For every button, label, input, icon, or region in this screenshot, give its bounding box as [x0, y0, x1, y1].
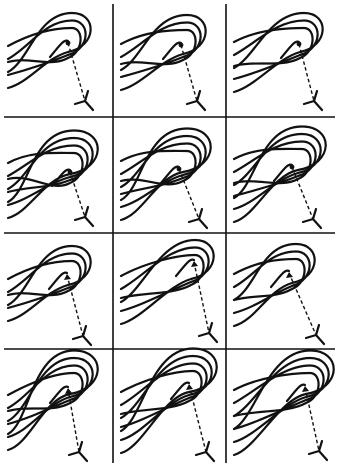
panel-r4-c2 — [121, 349, 217, 462]
delta-triradius — [306, 325, 324, 344]
panel-r1-c1 — [8, 13, 93, 110]
core-arrow — [191, 261, 198, 267]
panel-r4-c1 — [8, 351, 98, 462]
core-point — [179, 43, 184, 48]
panel-r3-c1 — [8, 246, 91, 345]
core-point — [290, 165, 295, 170]
delta-triradius — [303, 209, 321, 228]
delta-triradius — [199, 323, 217, 342]
panel-r2-c1 — [8, 131, 98, 227]
inner-recurve-ridge — [176, 260, 194, 276]
panel-r2-c3 — [234, 127, 326, 229]
delta-triradius — [75, 91, 93, 110]
panel-r4-c3 — [234, 351, 334, 461]
core-arrow — [186, 384, 193, 390]
core-arrow — [286, 272, 293, 278]
loop-ridge-2 — [234, 366, 324, 430]
loop-ridge-1 — [8, 28, 81, 62]
core-point — [68, 170, 73, 175]
loop-ridge-3 — [121, 356, 212, 440]
delta-triradius — [187, 91, 205, 110]
panel-r1-c2 — [121, 15, 206, 110]
loop-ridge-1 — [8, 373, 83, 411]
loop-ridge-2 — [121, 248, 209, 312]
loop-ridge-3 — [234, 13, 323, 92]
core-arrow — [302, 386, 309, 392]
core-arrow — [64, 274, 71, 280]
delta-triradius — [75, 207, 93, 226]
delta-triradius — [189, 209, 207, 228]
core-point — [177, 167, 182, 172]
delta-triradius — [304, 91, 322, 110]
delta-triradius — [309, 441, 327, 460]
core-arrow — [65, 388, 72, 394]
delta-triradius — [73, 326, 91, 345]
loop-ridge-3 — [121, 136, 206, 207]
panel-r2-c2 — [121, 129, 211, 229]
panel-r1-c3 — [234, 13, 323, 110]
panel-r3-c3 — [234, 244, 324, 344]
core-point — [66, 41, 71, 46]
delta-triradius — [196, 442, 214, 461]
panel-r3-c2 — [121, 240, 217, 342]
loop-ridge-3 — [121, 240, 214, 324]
core-point — [297, 42, 302, 47]
